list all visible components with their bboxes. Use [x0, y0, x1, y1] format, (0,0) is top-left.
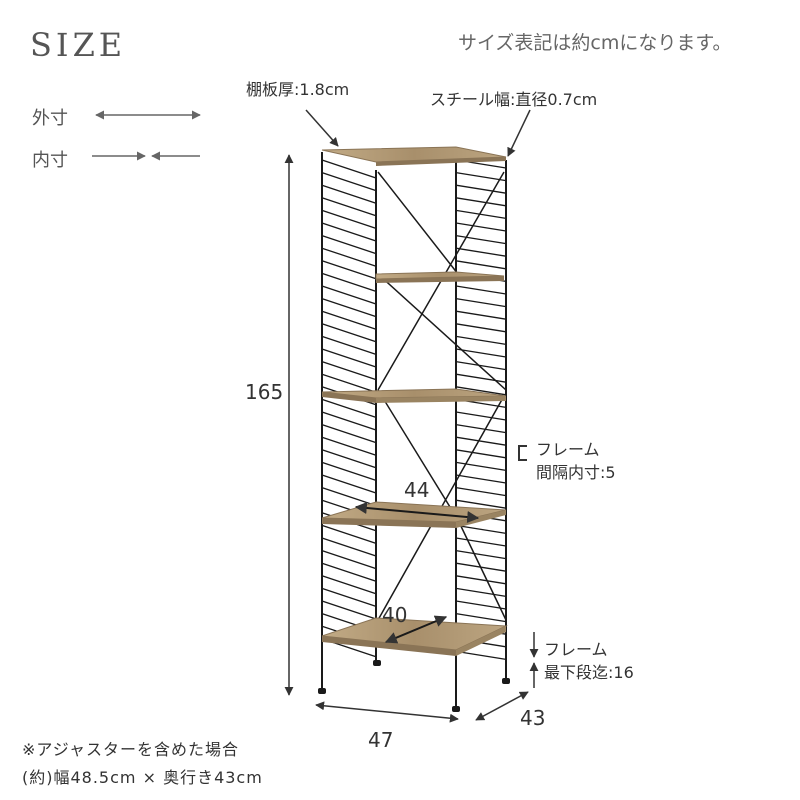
frame-rung — [455, 184, 507, 194]
frame-rung — [455, 575, 507, 585]
frame-rung — [455, 486, 507, 497]
frame-rung — [321, 234, 377, 255]
shelf-3 — [321, 388, 507, 403]
frame-rung — [321, 524, 377, 545]
frame-rung — [321, 537, 377, 557]
shelf-top — [321, 146, 507, 166]
outer-width-dimension — [315, 701, 459, 723]
frame-rung — [455, 474, 507, 484]
frame-rung — [455, 348, 507, 358]
frame-rung — [321, 222, 377, 242]
legend-outer-label: 外寸 — [32, 108, 68, 129]
shelf-thickness-label: 棚板厚:1.8cm — [246, 80, 350, 99]
inner-width-value: 44 — [404, 478, 430, 502]
frame-rung — [455, 549, 507, 560]
legend-inner-label: 内寸 — [32, 150, 68, 171]
frame-interval-bracket — [518, 445, 527, 461]
height-value: 165 — [245, 380, 284, 404]
adjuster-feet — [318, 660, 510, 712]
frame-rung — [321, 587, 377, 608]
frame-rung — [321, 335, 377, 356]
frame-rung — [455, 537, 507, 547]
frame-rung — [321, 272, 377, 293]
right-side-frame — [455, 152, 507, 710]
frame-rung — [455, 323, 507, 333]
frame-rung — [321, 449, 377, 469]
frame-rung — [321, 373, 377, 393]
frame-rung — [455, 260, 507, 270]
outer-depth-dimension — [475, 691, 529, 721]
frame-rung — [321, 260, 377, 280]
frame-rung — [455, 600, 507, 610]
outer-depth-value: 43 — [520, 706, 546, 730]
left-side-frame — [321, 152, 377, 690]
frame-interval-label-line2: 間隔内寸:5 — [536, 463, 616, 482]
shelf-thickness-pointer — [305, 109, 339, 147]
frame-rung — [455, 524, 507, 535]
frame-rung — [321, 562, 377, 582]
frame-bottom-label-line2: 最下段迄:16 — [544, 663, 634, 682]
frame-rung — [321, 197, 377, 217]
footnote-line1: ※アジャスターを含めた場合 — [22, 740, 239, 759]
frame-rung — [321, 549, 377, 570]
frame-rung — [321, 398, 377, 419]
frame-rung — [455, 436, 507, 446]
frame-rung — [321, 436, 377, 456]
frame-rung — [455, 247, 507, 257]
steel-width-label: スチール幅:直径0.7cm — [430, 90, 598, 109]
frame-rung — [321, 461, 377, 482]
frame-rung — [321, 423, 377, 444]
inner-depth-value: 40 — [382, 603, 408, 627]
frame-rung — [455, 449, 507, 459]
frame-rung — [455, 310, 507, 320]
frame-rung — [455, 197, 507, 207]
frame-rung — [455, 360, 507, 371]
frame-rung — [321, 600, 377, 620]
frame-rung — [455, 209, 507, 220]
footnote-line2: (約)幅48.5cm × 奥行き43cm — [22, 768, 263, 787]
frame-bottom-label-line1: フレーム — [544, 640, 608, 659]
frame-rung — [455, 612, 507, 623]
frame-rung — [455, 222, 507, 232]
frame-rung — [455, 285, 507, 295]
frame-rung — [321, 159, 377, 179]
frame-rung — [321, 171, 377, 192]
frame-rung — [321, 285, 377, 305]
page-title: SIZE — [30, 26, 127, 64]
shelf-4 — [321, 501, 507, 528]
frame-rung — [455, 499, 507, 509]
frame-interval-label-line1: フレーム — [536, 440, 600, 459]
frame-rung — [321, 360, 377, 381]
frame-rung — [321, 209, 377, 230]
frame-rung — [455, 587, 507, 598]
frame-rung — [455, 461, 507, 472]
shelf-2 — [375, 271, 505, 283]
frame-rung — [321, 411, 377, 431]
inner-depth-dimension — [384, 615, 448, 644]
frame-rung — [321, 297, 377, 318]
shelf-bottom — [321, 617, 508, 656]
frame-rung — [321, 474, 377, 494]
frame-rung — [455, 234, 507, 245]
frame-rung — [455, 373, 507, 383]
frame-rung — [455, 386, 507, 396]
frame-rung — [321, 323, 377, 343]
frame-rung — [321, 184, 377, 204]
size-note: サイズ表記は約cmになります。 — [458, 32, 732, 54]
frame-rung — [455, 171, 507, 182]
frame-rung — [455, 335, 507, 346]
frame-rung — [455, 411, 507, 421]
outer-width-value: 47 — [368, 728, 394, 752]
frame-rung — [455, 423, 507, 434]
steel-width-pointer — [507, 109, 531, 157]
frame-rung — [321, 348, 377, 368]
frame-rung — [321, 247, 377, 267]
frame-rung — [455, 297, 507, 308]
frame-rung — [321, 310, 377, 330]
frame-rung — [321, 575, 377, 595]
frame-rung — [455, 650, 507, 661]
inner-width-dimension — [354, 501, 480, 524]
